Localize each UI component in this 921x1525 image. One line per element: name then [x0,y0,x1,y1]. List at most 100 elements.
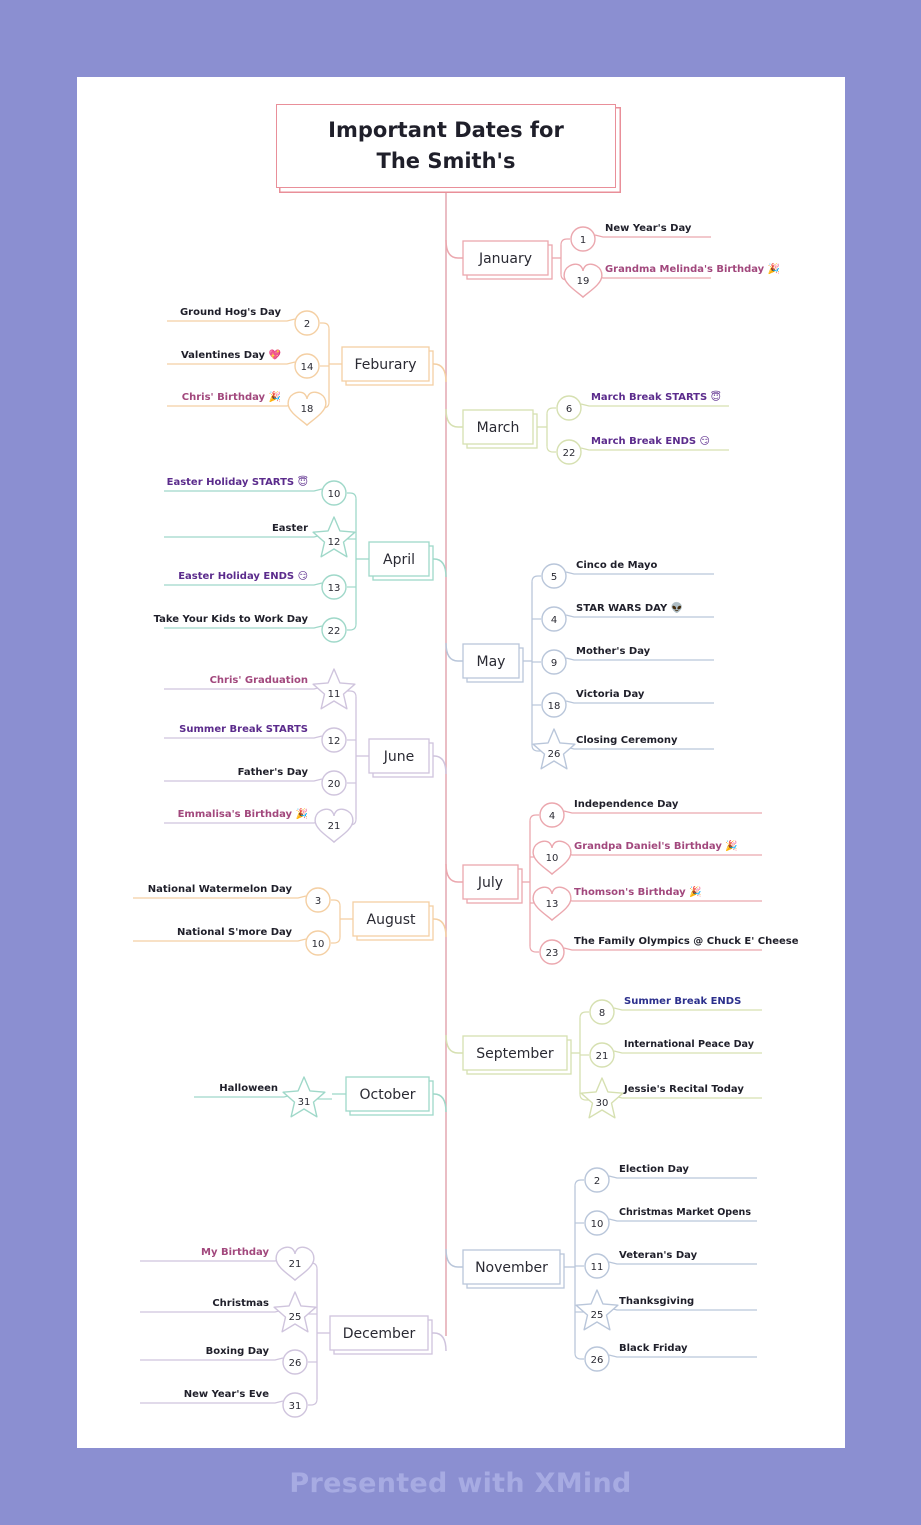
day-circle-marker [556,395,582,421]
trunk-connector [429,1093,447,1113]
label-underline [608,1261,757,1265]
label-underline [613,1007,762,1011]
label-underline [164,582,323,586]
month-box-january[interactable] [462,240,549,276]
month-label-june: June [383,749,415,765]
central-topic-line-2: The Smith's [376,149,516,173]
label-underline [563,947,762,951]
month-box-feburary[interactable] [341,346,430,382]
event-label: March Break ENDS 😏 [591,436,710,447]
label-underline [563,852,762,856]
event-connector [331,936,341,944]
label-underline [608,1307,757,1311]
day-number: 13 [546,899,559,910]
day-number: 1 [580,235,586,246]
day-heart-marker [532,840,572,876]
day-number: 26 [548,749,561,760]
label-underline [565,746,714,750]
month-box-july[interactable] [462,864,519,900]
month-box-october[interactable] [345,1076,430,1112]
trunk-connector [429,918,447,938]
event-label: Mother's Day [576,646,651,657]
month-box-september[interactable] [462,1035,568,1071]
day-star-marker [532,728,576,770]
day-number: 14 [301,362,314,373]
label-underline [167,403,296,407]
label-underline [164,778,323,782]
day-number: 5 [551,572,557,583]
day-star-marker [273,1291,317,1333]
month-box-june[interactable] [368,738,430,774]
day-number: 11 [591,1262,604,1273]
month-box-may[interactable] [462,643,520,679]
day-number: 25 [289,1312,302,1323]
event-label: Easter Holiday ENDS 😏 [178,571,308,582]
event-connector [546,445,556,453]
label-underline [608,1218,757,1222]
month-box-august[interactable] [352,901,430,937]
day-circle-marker [321,770,347,796]
trunk-connector [429,363,447,383]
day-number: 10 [328,489,341,500]
trunk-connector [429,558,447,578]
day-number: 10 [591,1219,604,1230]
day-number: 2 [594,1176,600,1187]
label-underline [164,820,323,824]
day-circle-marker [539,802,565,828]
central-topic[interactable]: Important Dates for The Smith's [276,104,616,188]
day-circle-marker [589,999,615,1025]
event-label: National Watermelon Day [148,884,293,895]
label-underline [613,1050,762,1054]
day-circle-marker [589,1042,615,1068]
trunk-connector [445,1034,463,1054]
event-connector [529,814,539,822]
day-circle-marker [282,1349,308,1375]
label-underline [565,700,714,704]
month-box-march[interactable] [462,409,534,445]
month-box-november[interactable] [462,1249,561,1285]
day-number: 21 [596,1051,609,1062]
label-underline [580,403,729,407]
